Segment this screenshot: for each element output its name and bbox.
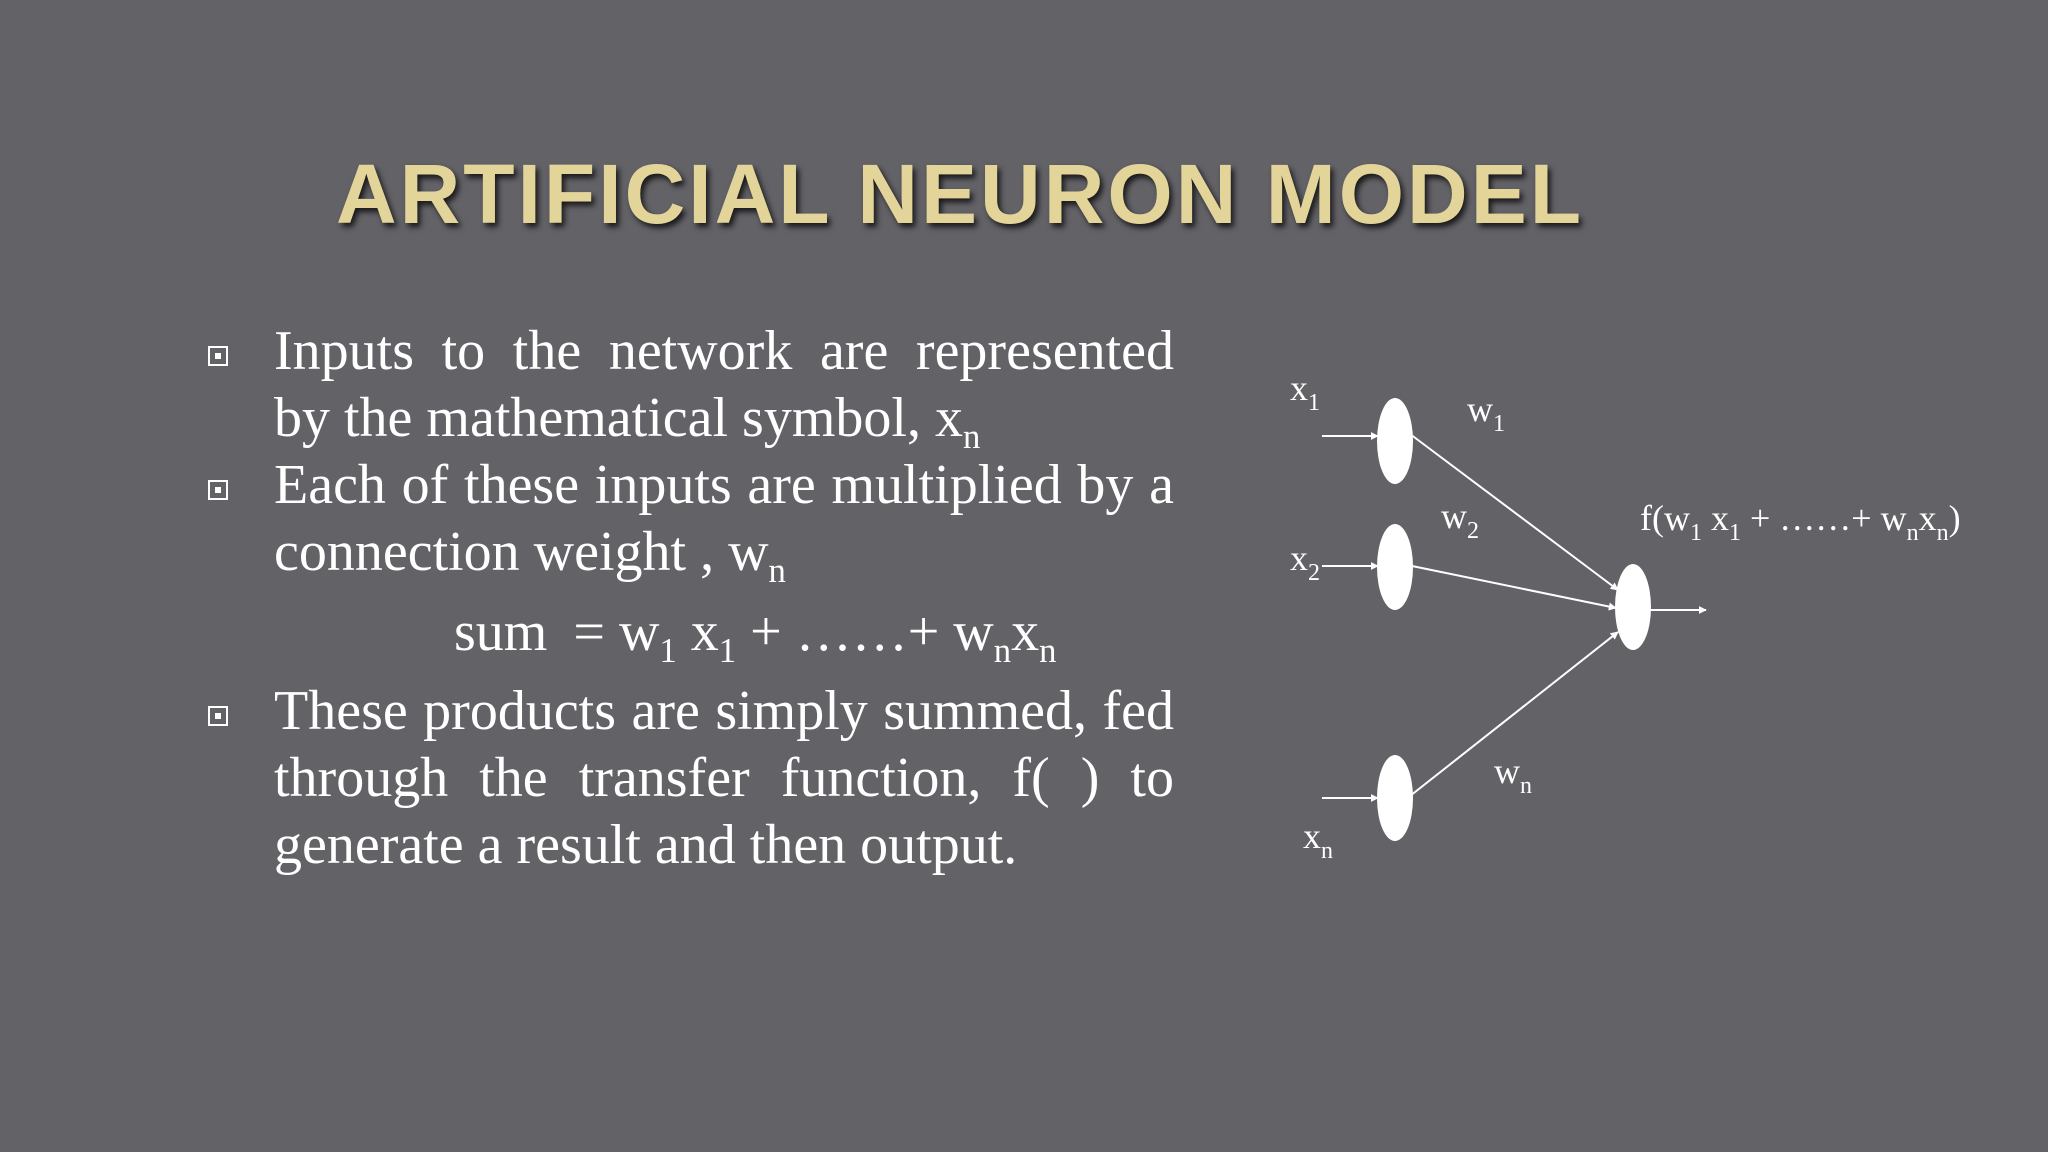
output-node (1615, 564, 1651, 650)
input-label-2: x2 (1290, 538, 1320, 586)
bullet-weights: Each of these inputs are multiplied by a… (200, 452, 1174, 588)
formula-sub-2: 1 (1729, 520, 1741, 546)
connection-2 (1411, 565, 1617, 611)
input-node-2 (1377, 524, 1413, 610)
weight-label-1: w1 (1467, 389, 1505, 437)
weight-label-1-main: w (1467, 389, 1493, 429)
sum-equation: sum= w1 x1 + ……+ wnxn (200, 586, 1200, 678)
sum-xn: x (1011, 601, 1040, 663)
input-label-2-main: x (1290, 538, 1308, 578)
formula-mid-3: x (1919, 498, 1937, 538)
sum-x1-sub: 1 (718, 631, 737, 671)
weight-label-n-sub: n (1520, 773, 1532, 799)
connection-1 (1409, 433, 1619, 591)
output-formula: f(w1 x1 + ……+ wnxn) (1640, 498, 1961, 546)
bullet-list: Inputs to the network are represented by… (200, 318, 1200, 879)
square-bullet-icon (208, 346, 228, 366)
bullet-products: These products are simply summed, fed th… (200, 678, 1174, 879)
weight-label-n-main: w (1494, 751, 1520, 791)
input-label-1-sub: 1 (1308, 390, 1320, 416)
input-label-n-main: x (1303, 816, 1321, 856)
formula-prefix: f(w (1640, 498, 1690, 538)
sum-wn-sub: n (993, 631, 1012, 671)
sum-w1-sub: 1 (659, 631, 677, 671)
input-node-1 (1377, 398, 1413, 484)
square-bullet-icon (208, 480, 228, 500)
square-bullet-icon (208, 706, 228, 726)
formula-sub-3: n (1907, 520, 1919, 546)
formula-suffix: ) (1949, 498, 1961, 538)
weight-label-1-sub: 1 (1493, 411, 1505, 437)
weight-label-2-sub: 2 (1467, 518, 1479, 544)
input-label-1-main: x (1290, 368, 1308, 408)
input-label-2-sub: 2 (1308, 560, 1320, 586)
connection-n (1409, 631, 1619, 797)
sum-label: sum (454, 601, 548, 663)
sum-xn-sub: n (1039, 631, 1057, 671)
formula-mid-1: x (1702, 498, 1729, 538)
bullet-weights-subscript: n (768, 551, 786, 591)
formula-mid-2: + ……+ w (1741, 498, 1907, 538)
sum-x1: x (690, 601, 719, 663)
bullet-inputs-subscript: n (962, 417, 981, 457)
input-label-1: x1 (1290, 368, 1320, 416)
bullet-products-text: These products are simply summed, fed th… (274, 680, 1174, 876)
formula-sub-1: 1 (1690, 520, 1702, 546)
bullet-inputs-body: Inputs to the network are represented by… (274, 320, 1174, 449)
bullet-inputs: Inputs to the network are represented by… (200, 318, 1174, 454)
bullet-weights-body: Each of these inputs are multiplied by a… (274, 454, 1174, 583)
weight-label-2: w2 (1441, 496, 1479, 544)
sum-wn: w (953, 601, 994, 663)
weight-label-2-main: w (1441, 496, 1467, 536)
input-node-n (1377, 755, 1413, 841)
slide-title: ARTIFICIAL NEURON MODEL (335, 147, 1585, 241)
input-label-n: xn (1303, 816, 1333, 864)
bullet-inputs-text: Inputs to the network are represented by… (274, 318, 1174, 454)
input-label-n-sub: n (1321, 838, 1333, 864)
sum-plus-dots: + ……+ (750, 601, 940, 663)
formula-sub-4: n (1937, 520, 1949, 546)
bullet-weights-text: Each of these inputs are multiplied by a… (274, 452, 1174, 588)
sum-equals: = (573, 601, 605, 663)
weight-label-n: wn (1494, 751, 1532, 799)
sum-w1: w (618, 601, 660, 663)
